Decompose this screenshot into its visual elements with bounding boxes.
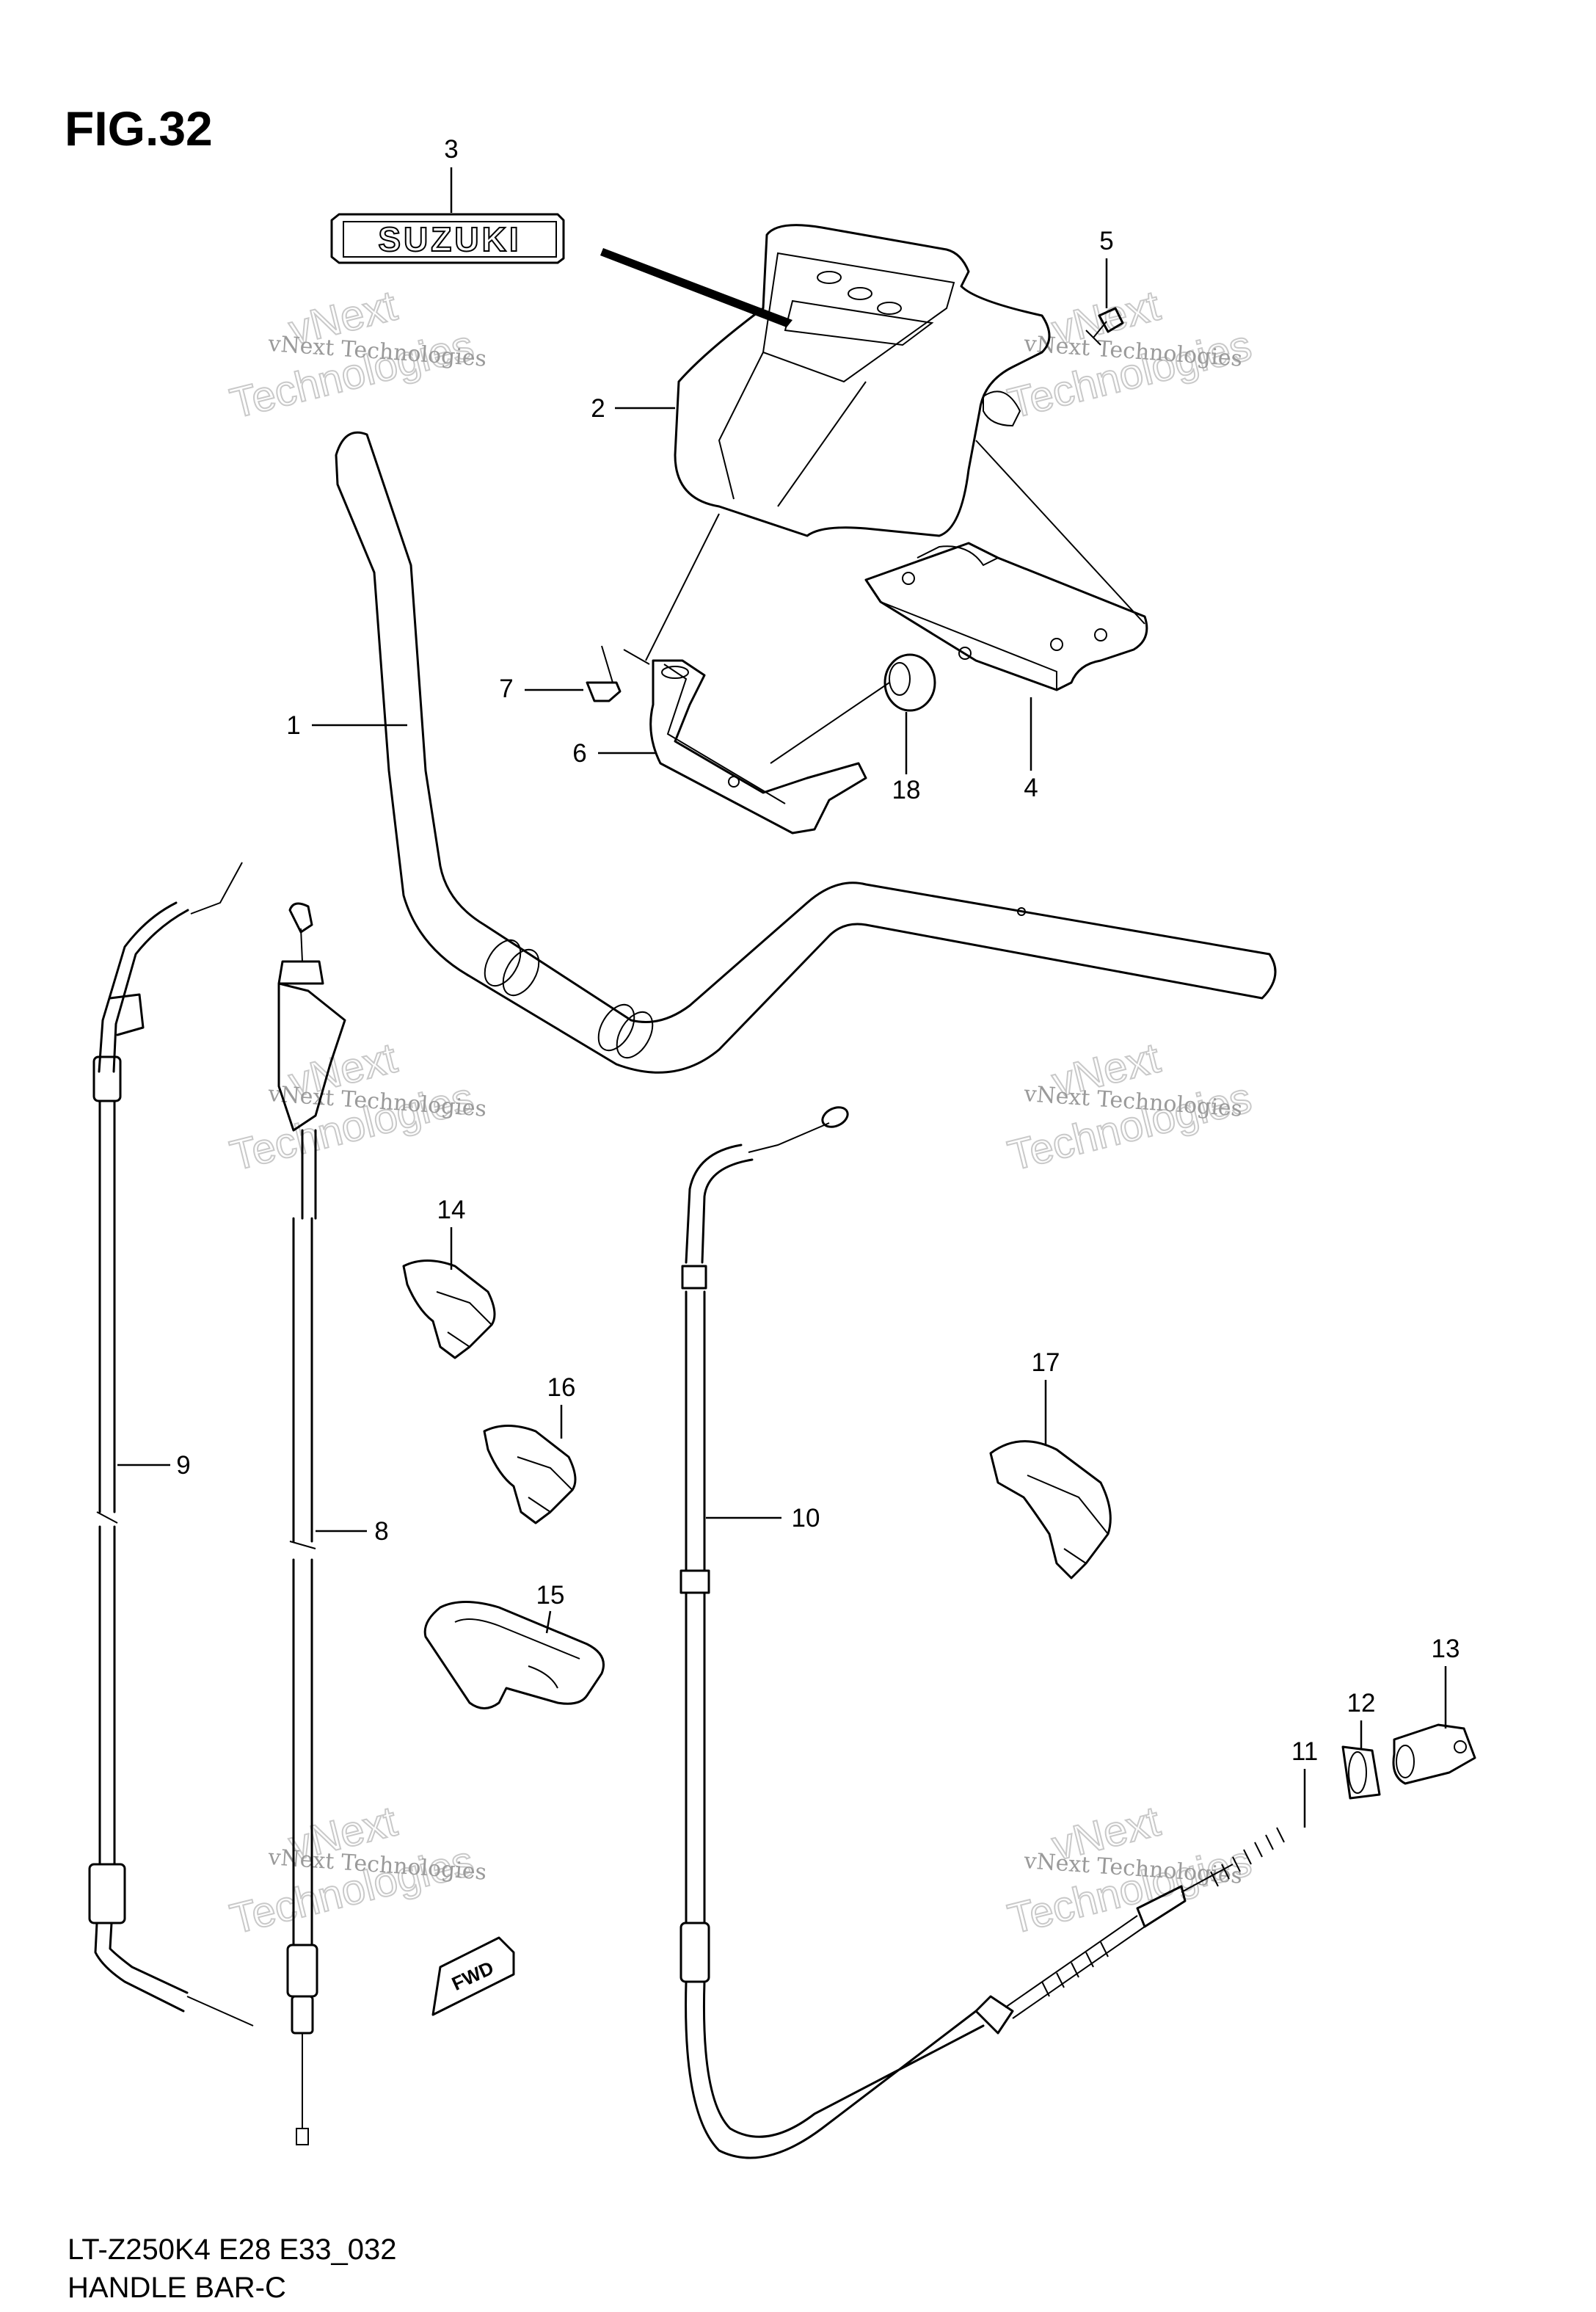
svg-text:10: 10	[792, 1504, 820, 1533]
callout-6: 6	[572, 739, 657, 768]
watermark-top-right: vNext Technologies vNext Technologies	[1002, 281, 1256, 429]
svg-text:6: 6	[572, 739, 586, 768]
svg-text:17: 17	[1032, 1348, 1060, 1377]
caption-model-code: LT-Z250K4 E28 E33_032	[68, 2233, 396, 2266]
svg-text:16: 16	[547, 1373, 576, 1402]
screw-7	[586, 645, 650, 702]
svg-text:13: 13	[1432, 1635, 1460, 1663]
callout-2: 2	[591, 394, 675, 423]
svg-text:14: 14	[437, 1196, 466, 1224]
spring-11	[974, 1827, 1285, 2035]
caption-part-name: HANDLE BAR-C	[68, 2272, 286, 2304]
handlebar-cover	[645, 224, 1145, 661]
fwd-arrow-icon: FWD	[431, 1936, 515, 2016]
bracket-4	[864, 542, 1148, 691]
callout-1: 1	[286, 711, 407, 740]
cable-8	[277, 902, 346, 2145]
grommet-18	[770, 653, 936, 764]
callout-7: 7	[499, 675, 583, 703]
callout-3: 3	[444, 135, 459, 213]
callout-12: 12	[1347, 1689, 1376, 1748]
cable-9	[88, 862, 254, 2026]
watermark-mid-left: vNext Technologies vNext Technologies	[225, 1033, 487, 1181]
callout-11: 11	[1291, 1737, 1318, 1828]
screw-5	[1085, 307, 1124, 346]
svg-text:8: 8	[374, 1517, 388, 1546]
svg-text:1: 1	[286, 711, 300, 740]
watermark-mid-right: vNext Technologies vNext Technologies	[1002, 1033, 1256, 1181]
svg-text:15: 15	[536, 1581, 565, 1610]
callout-14: 14	[437, 1196, 466, 1270]
watermark-top-left: vNext Technologies vNext Technologies	[225, 281, 487, 429]
svg-text:7: 7	[499, 675, 513, 703]
fitting-13	[1392, 1723, 1476, 1785]
emblem-arrow	[600, 248, 792, 327]
callout-8: 8	[316, 1517, 389, 1546]
clip-15	[423, 1601, 605, 1709]
fwd-label: FWD	[448, 1957, 497, 1995]
callout-13: 13	[1432, 1635, 1460, 1728]
callout-4: 4	[1024, 697, 1038, 802]
svg-text:4: 4	[1024, 774, 1038, 802]
watermark-bottom-left: vNext Technologies vNext Technologies	[225, 1797, 487, 1944]
sleeve-12	[1341, 1745, 1381, 1800]
svg-text:2: 2	[591, 394, 605, 423]
svg-text:18: 18	[892, 776, 921, 804]
callout-9: 9	[117, 1451, 191, 1480]
callout-16: 16	[547, 1373, 576, 1439]
svg-text:11: 11	[1291, 1737, 1318, 1766]
clamp-17	[989, 1440, 1112, 1579]
suzuki-emblem: SUZUKI	[330, 213, 565, 264]
callout-10: 10	[706, 1504, 820, 1533]
callout-5: 5	[1099, 227, 1114, 308]
callout-17: 17	[1032, 1348, 1060, 1446]
svg-text:5: 5	[1099, 227, 1113, 255]
clamp-14	[402, 1259, 496, 1359]
suzuki-logo-text: SUZUKI	[378, 220, 521, 258]
bracket-6	[649, 659, 867, 835]
callout-18: 18	[892, 712, 921, 804]
callout-15: 15	[536, 1581, 565, 1634]
svg-text:3: 3	[444, 135, 458, 164]
clamp-16	[483, 1425, 577, 1524]
svg-text:9: 9	[176, 1451, 190, 1480]
figure-title: FIG.32	[65, 101, 213, 156]
svg-text:12: 12	[1347, 1689, 1376, 1717]
handlebar-1	[335, 431, 1277, 1074]
cable-10	[679, 1106, 985, 2159]
